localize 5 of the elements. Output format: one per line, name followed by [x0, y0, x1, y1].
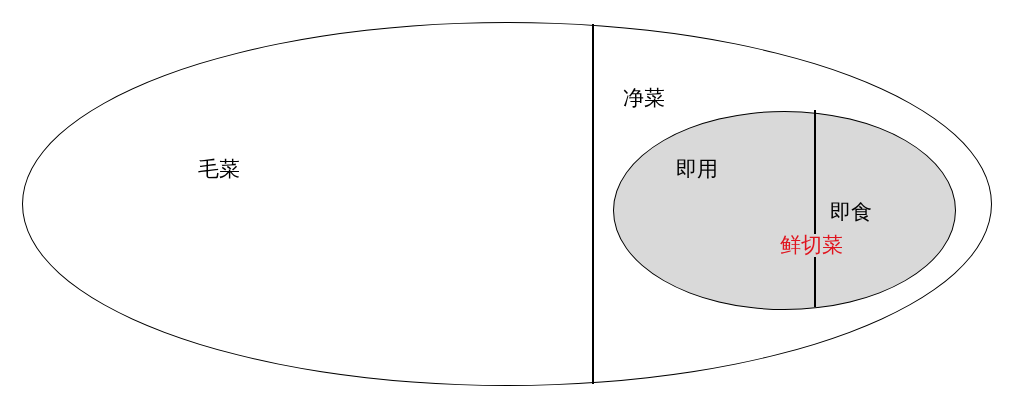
region-label: 净菜	[623, 88, 665, 109]
region-label: 毛菜	[198, 159, 240, 180]
category-label: 鲜切菜	[778, 234, 845, 257]
region-label: 即用	[676, 159, 718, 180]
region-label: 即食	[830, 202, 872, 223]
